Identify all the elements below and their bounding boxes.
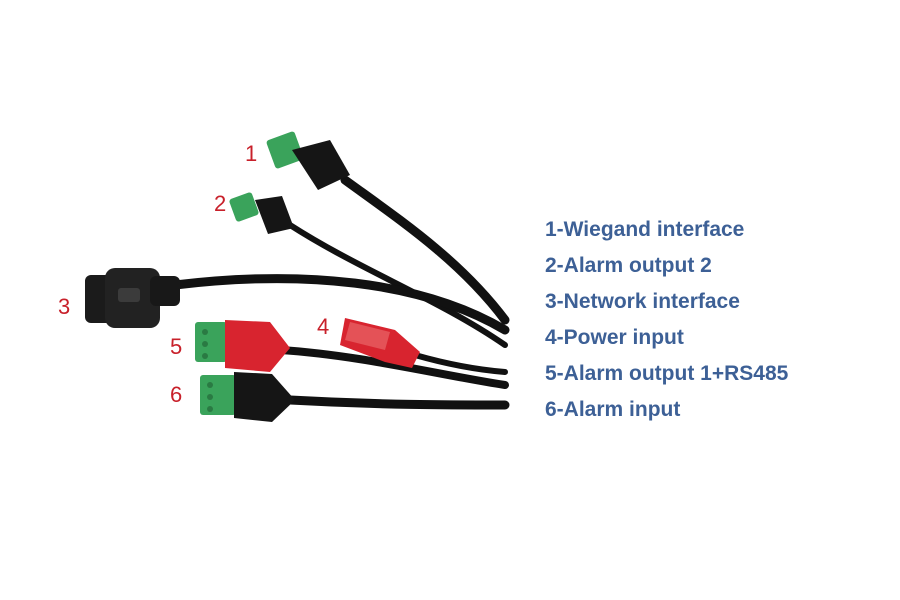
callout-1: 1 — [245, 141, 258, 166]
port-legend: 1-Wiegand interface 2-Alarm output 2 3-N… — [545, 217, 788, 433]
connector-3-network — [85, 268, 180, 328]
cable-5 — [276, 346, 509, 389]
callout-4: 4 — [317, 314, 330, 339]
callout-5: 5 — [170, 334, 183, 359]
connector-5-alarm-output-1-rs485 — [195, 320, 290, 372]
legend-item-alarm-output-1-rs485: 5-Alarm output 1+RS485 — [545, 362, 789, 385]
cable-3 — [170, 274, 510, 335]
connector-2-alarm-output-2 — [229, 192, 294, 234]
legend-item-wiegand: 1-Wiegand interface — [545, 218, 745, 241]
cable-4 — [412, 352, 508, 375]
callout-2: 2 — [214, 191, 227, 216]
callout-6: 6 — [170, 382, 183, 407]
connector-6-alarm-input — [200, 372, 295, 422]
connector-4-power — [340, 318, 420, 368]
legend-item-power: 4-Power input — [545, 326, 684, 349]
callout-3: 3 — [58, 294, 71, 319]
legend-item-alarm-output-2: 2-Alarm output 2 — [545, 254, 712, 277]
cable-6 — [285, 395, 510, 410]
connector-1-wiegand — [266, 131, 350, 190]
legend-item-network: 3-Network interface — [545, 290, 740, 313]
cable-1 — [340, 175, 510, 325]
cable-2 — [287, 222, 508, 348]
legend-item-alarm-input: 6-Alarm input — [545, 398, 681, 421]
